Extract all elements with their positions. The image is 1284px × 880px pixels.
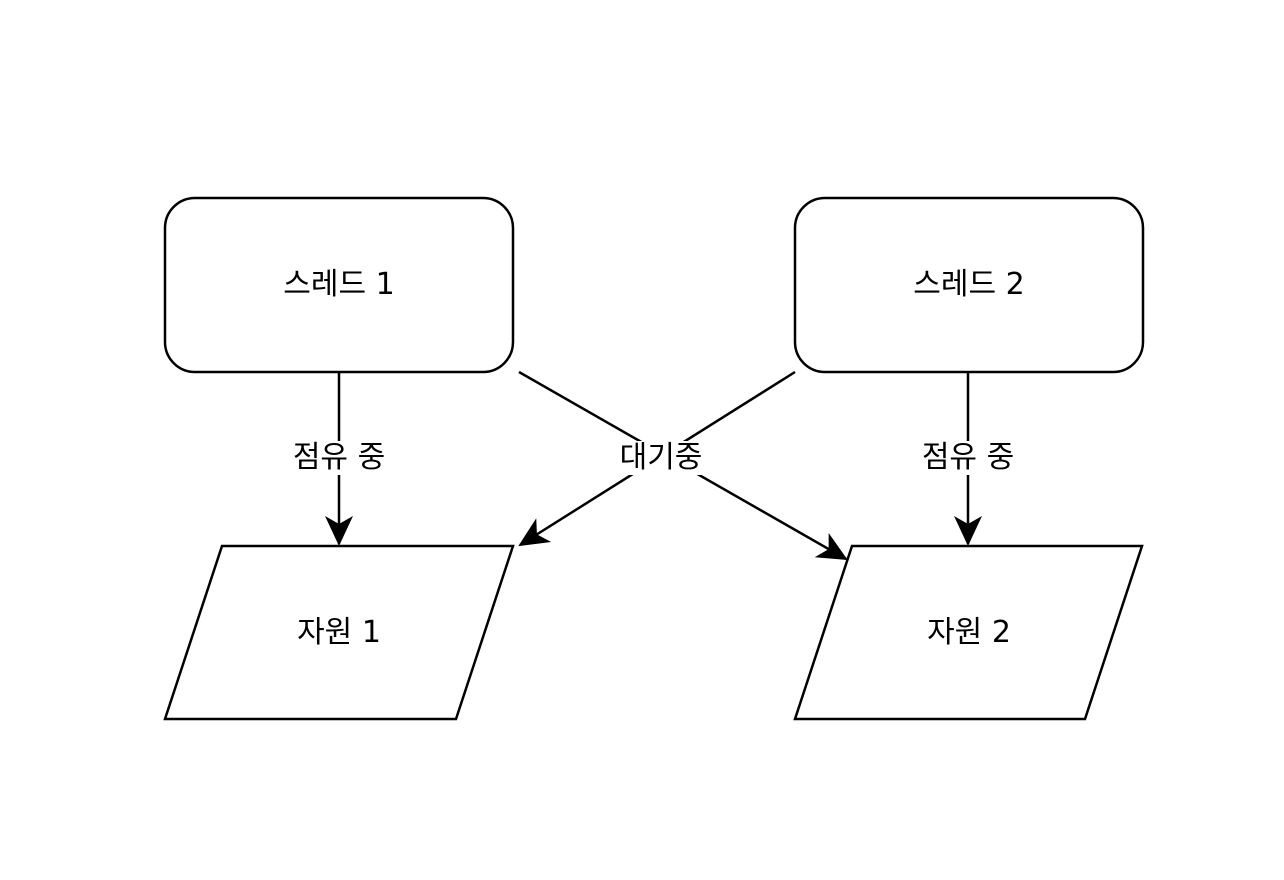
holding-label-2: 점유 중 (908, 441, 1028, 475)
resource-1-label: 자원 1 (297, 615, 381, 650)
waiting-label: 대기중 (608, 441, 714, 475)
resource-2-shape (793, 544, 1144, 721)
resource-1-shape (163, 544, 515, 721)
holding-label-1: 점유 중 (279, 441, 399, 475)
resource-2-label: 자원 2 (927, 615, 1011, 650)
thread-1-label: 스레드 1 (283, 267, 395, 302)
thread-2-label: 스레드 2 (913, 267, 1025, 302)
